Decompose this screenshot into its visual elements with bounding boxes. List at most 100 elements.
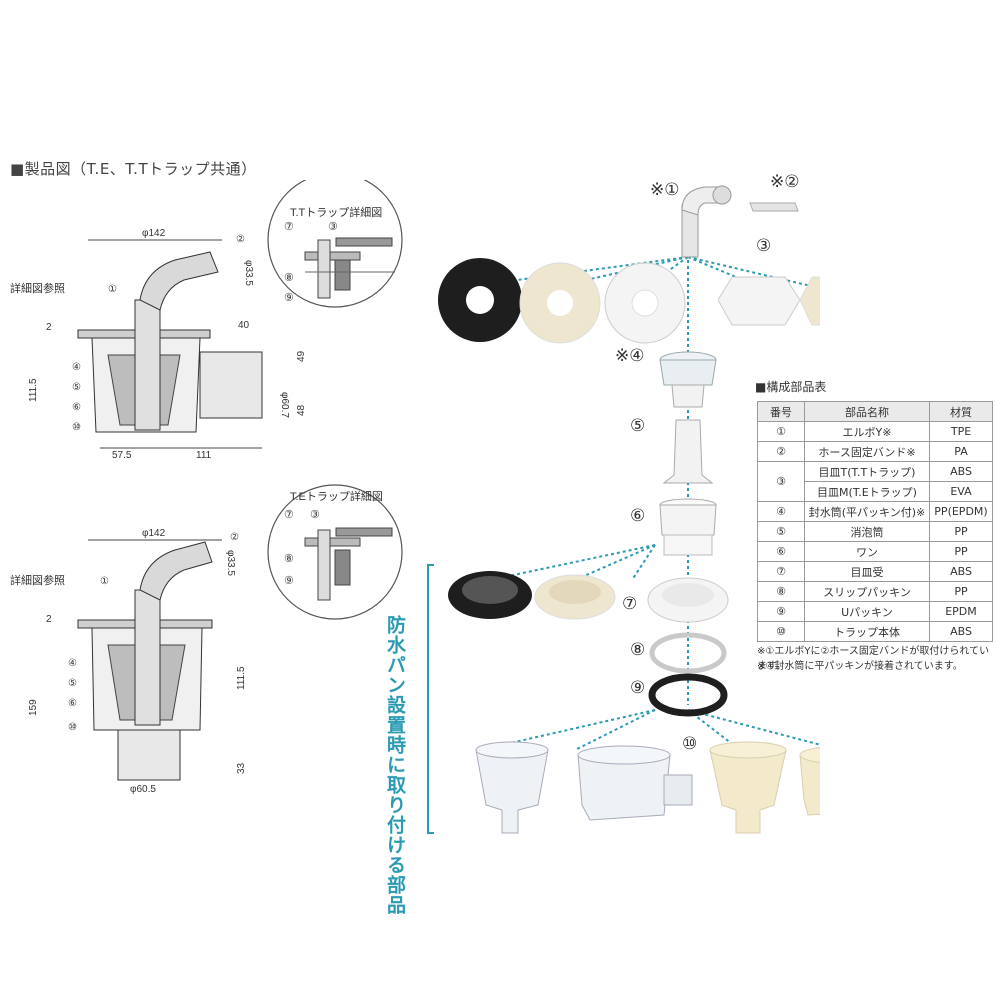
table-cell: EVA [929,481,993,502]
tt-trap-drawing: T.Tトラップ詳細図 ⑦ ③ ⑧ ⑨ φ142 ② φ33.5 詳細図参照 2 … [10,180,403,461]
table-note-1: ※①エルボYに②ホース固定バンドが取付けられています。 [757,646,990,672]
te-ref-label: 詳細図参照 [10,573,65,587]
tt-callout-10: ⑩ [72,422,81,433]
te-detail-title: T.Eトラップ詳細図 [290,489,383,503]
mark-10: ⑩ [682,734,697,754]
te-offset-dim: 2 [46,614,52,625]
table-cell: スリップパッキン [804,581,930,602]
tt-base-right-dim: 111 [196,450,212,461]
elbow-y-part [681,185,732,258]
table-cell: ワン [804,541,930,562]
seal-cylinder-part [659,351,717,408]
header-no: 番号 [757,401,805,422]
table-cell: ⑦ [757,561,805,582]
strainer-cream-1 [519,262,601,344]
strainer-white-square [717,276,801,326]
slip-packing-part [649,632,727,674]
table-cell: PP(EPDM) [929,501,993,522]
mark-8: ⑧ [630,640,645,660]
tt-width-dim: φ142 [142,228,166,239]
te-callout-10: ⑩ [68,722,77,733]
table-cell: ⑩ [757,621,805,642]
tt-callout-2: ② [236,234,245,245]
mark-2: ※② [770,172,799,192]
table-cell: ⑥ [757,541,805,562]
strainer-holder-cream [534,574,616,620]
mark-7: ⑦ [622,594,637,614]
table-cell: ABS [929,561,993,582]
tt-ref-label: 詳細図参照 [10,281,65,295]
table-cell: ② [757,441,805,462]
table-cell: Uパッキン [804,601,930,622]
tt-callout-4: ④ [72,362,81,373]
exploded-view: ※① ※② ③ ※④ ⑤ ⑥ ⑦ ⑧ ⑨ ⑩ [427,172,820,834]
table-cell: ホース固定バンド※ [804,441,930,462]
tt-detail-8: ⑧ [284,272,294,284]
hose-band-part [749,202,799,212]
te-callout-2: ② [230,532,239,543]
te-detail-8: ⑧ [284,553,294,565]
te-pipe-dim: 33 [236,762,247,774]
table-cell: PP [929,541,993,562]
header-material: 材質 [929,401,993,422]
table-cell: エルボY※ [804,421,930,442]
te-pipe-dia-dim: φ60.5 [130,784,156,795]
table-cell: ABS [929,461,993,482]
table-cell: 目皿受 [804,561,930,582]
bowl-part [659,498,717,556]
table-cell: ① [757,421,805,442]
tt-outlet-len-dim: 40 [238,320,250,331]
page-title: ■製品図（T.E、T.Tトラップ共通） [10,160,257,178]
tt-height-dim: 111.5 [28,378,39,402]
tt-detail-3: ③ [328,221,338,233]
te-detail-3: ③ [310,509,320,521]
strainer-cream-square [799,276,820,326]
table-cell: トラップ本体 [804,621,930,642]
tt-hose-dim: φ33.5 [243,260,254,286]
mark-3: ③ [756,236,771,256]
tt-detail-9: ⑨ [284,292,294,304]
table-cell: ④ [757,501,805,522]
te-inner-dim: 111.5 [236,666,247,690]
te-detail-7: ⑦ [284,509,294,521]
tt-outlet-dia-dim: φ60.7 [279,392,290,418]
strainer-holder-black [448,571,532,619]
header-name: 部品名称 [804,401,930,422]
table-cell: 目皿M(T.Eトラップ) [804,481,930,502]
table-cell: ⑧ [757,581,805,602]
table-cell: PP [929,581,993,602]
mark-5: ⑤ [630,416,645,436]
defoam-tube-part [662,419,714,484]
mark-4: ※④ [615,346,644,366]
parts-table-title: ■構成部品表 [755,380,827,394]
table-cell: 封水筒(平パッキン付)※ [804,501,930,522]
te-callout-5: ⑤ [68,678,77,689]
te-hose-dim: φ33.5 [225,550,236,576]
tt-callout-1: ① [108,284,117,295]
tt-detail-view: T.Tトラップ詳細図 ⑦ ③ ⑧ ⑨ [267,180,403,308]
tt-offset-dim: 2 [46,322,52,333]
table-cell: ⑨ [757,601,805,622]
table-cell: TPE [929,421,993,442]
tt-base-left-dim: 57.5 [112,450,132,461]
table-header-row: 番号 部品名称 材質 [757,401,993,422]
mark-6: ⑥ [630,506,645,526]
strainer-holder-white [647,577,729,623]
trap-body-cream-side [799,747,820,816]
mark-9: ⑨ [630,678,645,698]
trap-body-clear-vertical [475,741,549,834]
table-cell: PA [929,441,993,462]
mark-1: ※① [650,180,679,200]
table-cell: 消泡筒 [804,521,930,542]
te-callout-1: ① [100,576,109,587]
table-cell: EPDM [929,601,993,622]
table-cell: 目皿T(T.Tトラップ) [804,461,930,482]
waterproof-bracket [427,564,434,834]
